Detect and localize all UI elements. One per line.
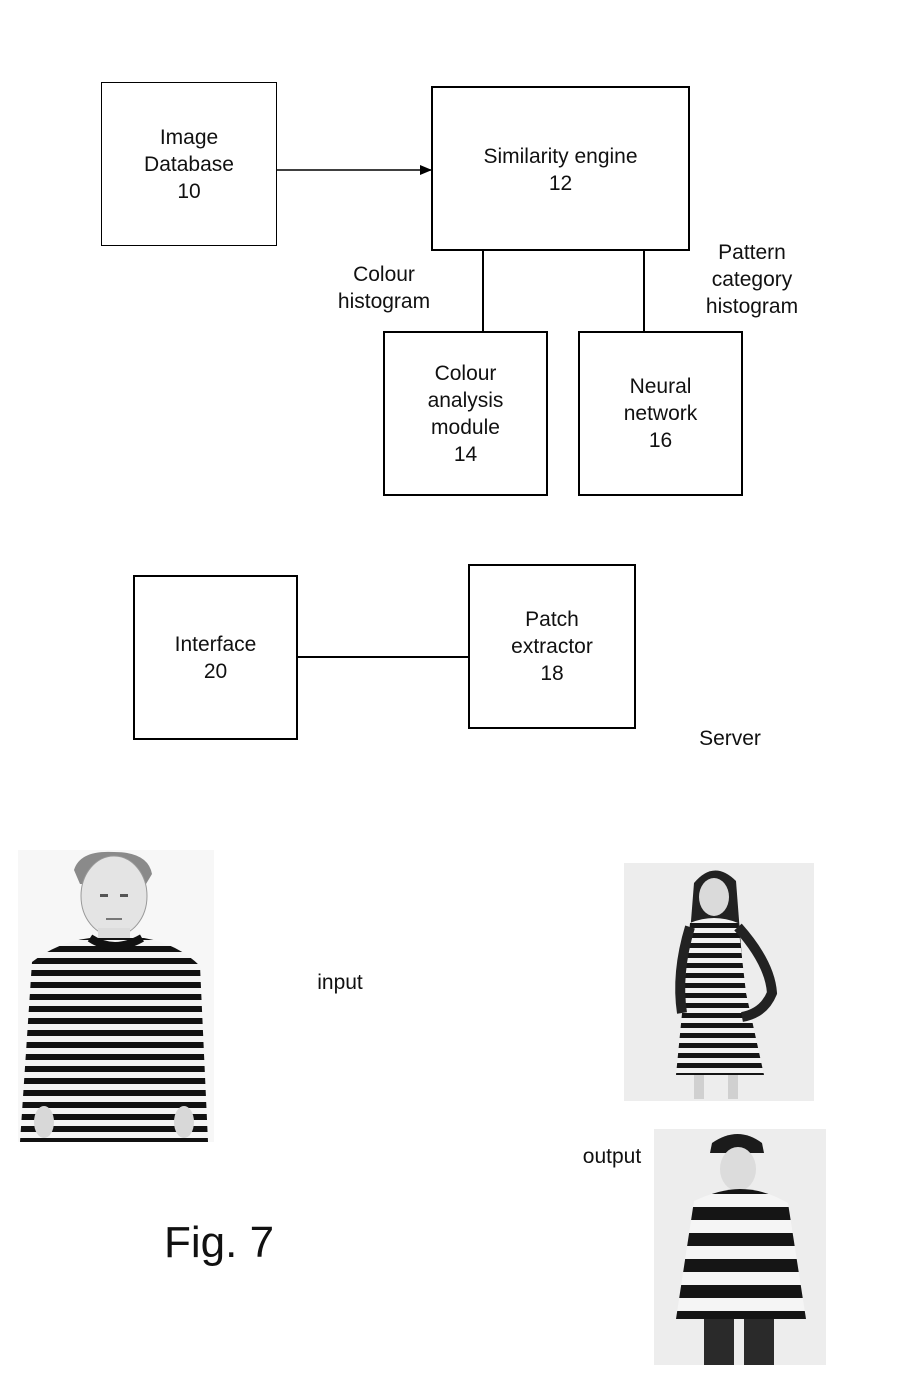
neural-network-line-1: Neural xyxy=(629,375,692,398)
output-photo-dress xyxy=(624,863,814,1101)
input-photo xyxy=(18,850,214,1142)
neural-network-line-3: 16 xyxy=(648,429,673,452)
figure-caption: Fig. 7 xyxy=(164,1218,275,1267)
neural-network-box: Neural network 16 xyxy=(578,331,743,496)
neural-network-line-2: network xyxy=(623,402,698,425)
interface-line-2: 20 xyxy=(203,659,228,683)
colour-analysis-line-1: Colour xyxy=(434,361,497,385)
colour-analysis-line-4: 14 xyxy=(453,442,478,466)
server-label: Server xyxy=(699,727,761,750)
output-label: output xyxy=(582,1145,642,1168)
colour-histogram-line-2: histogram xyxy=(337,290,431,313)
image-database-line-2: Database xyxy=(144,152,234,176)
similarity-engine-line-2: 12 xyxy=(548,172,573,195)
pattern-histogram-line-2: category xyxy=(711,268,793,291)
patch-extractor-line-3: 18 xyxy=(540,662,564,685)
colour-analysis-line-2: analysis xyxy=(427,388,504,412)
image-database-box: Image Database 10 xyxy=(101,82,277,246)
input-label: input xyxy=(317,971,363,994)
colour-analysis-module-box: Colour analysis module 14 xyxy=(383,331,548,496)
pattern-histogram-line-3: histogram xyxy=(705,295,799,318)
output-photo-sweater xyxy=(654,1129,826,1365)
image-database-line-1: Image xyxy=(159,125,219,149)
colour-analysis-line-3: module xyxy=(431,415,500,439)
interface-line-1: Interface xyxy=(174,632,257,656)
image-database-line-3: 10 xyxy=(177,179,201,203)
colour-histogram-line-1: Colour xyxy=(353,263,415,286)
pattern-category-histogram-label: Pattern category histogram xyxy=(692,239,812,320)
colour-histogram-label: Colour histogram xyxy=(326,261,442,315)
pattern-histogram-line-1: Pattern xyxy=(718,241,786,264)
patch-extractor-line-1: Patch xyxy=(525,608,579,631)
patch-extractor-box: Patch extractor 18 xyxy=(468,564,636,729)
similarity-engine-box: Similarity engine 12 xyxy=(431,86,690,251)
interface-box: Interface 20 xyxy=(133,575,298,740)
patch-extractor-line-2: extractor xyxy=(511,635,593,658)
similarity-engine-line-1: Similarity engine xyxy=(483,145,638,168)
